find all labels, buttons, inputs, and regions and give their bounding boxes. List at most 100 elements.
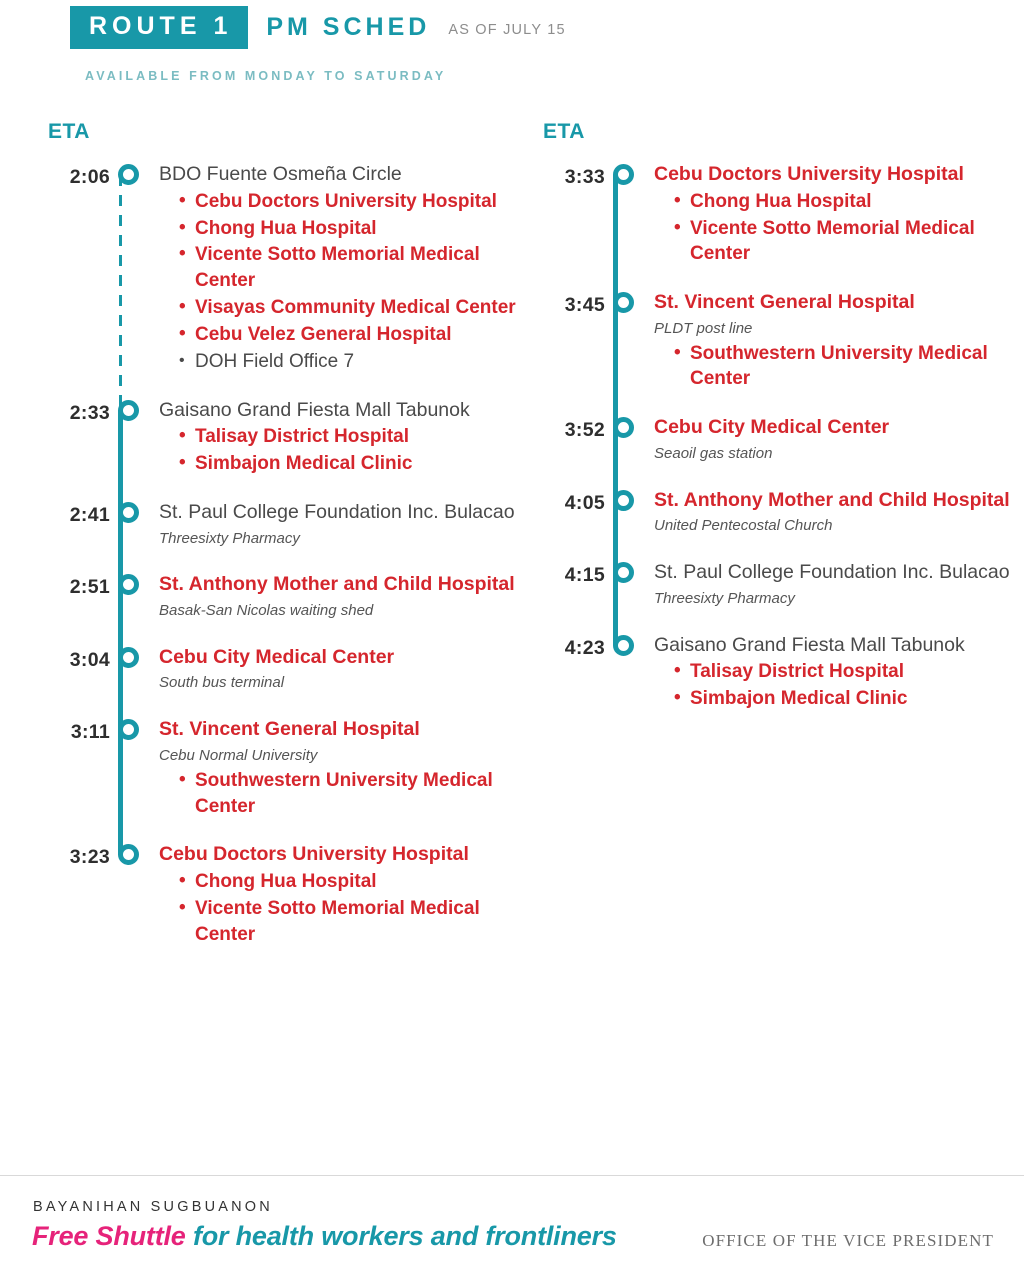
timeline-rail-segment — [613, 500, 618, 573]
stop-marker-icon — [612, 164, 634, 185]
nearby-facility-item: Cebu Velez General Hospital — [179, 321, 538, 348]
stop-landmark: PLDT post line — [654, 319, 753, 337]
stop-name: St. Paul College Foundation Inc. Bulacao — [654, 561, 1010, 584]
nearby-facilities-list: Chong Hua HospitalVicente Sotto Memorial… — [159, 868, 538, 948]
nearby-facility-item: Chong Hua Hospital — [674, 188, 1013, 215]
stop-name: St. Paul College Foundation Inc. Bulacao — [159, 500, 515, 523]
timeline-rail-segment — [118, 584, 123, 658]
stop-details: Gaisano Grand Fiesta Mall TabunokTalisay… — [641, 632, 1013, 712]
stop-name: St. Vincent General Hospital — [159, 718, 420, 741]
timeline-stop: 4:05 St. Anthony Mother and Child Hospita… — [533, 487, 1013, 537]
nearby-facility-item: Vicente Sotto Memorial Medical Center — [179, 895, 538, 948]
timeline-rail-segment — [613, 572, 618, 646]
stop-marker-icon — [612, 634, 634, 656]
nearby-facilities-list: Talisay District HospitalSimbajon Medica… — [654, 658, 1013, 712]
stop-details: St. Paul College Foundation Inc. Bulacao… — [641, 559, 1013, 609]
stop-marker-icon — [612, 417, 634, 439]
nearby-facilities-list: Southwestern University Medical Center — [654, 340, 1013, 393]
nearby-facility-item: Vicente Sotto Memorial Medical Center — [674, 215, 1013, 268]
stop-marker-icon — [117, 574, 139, 596]
stop-eta-time: 2:41 — [69, 503, 110, 526]
stop-eta-time: 3:52 — [564, 419, 605, 442]
stop-spacer — [38, 819, 538, 841]
stop-eta-time: 2:51 — [69, 576, 110, 599]
stop-spacer — [533, 537, 1013, 559]
timeline-rail-segment — [613, 302, 618, 428]
nearby-facility-item: Visayas Community Medical Center — [179, 294, 538, 321]
stop-name: Cebu City Medical Center — [654, 416, 890, 439]
stop-spacer — [38, 694, 538, 716]
stop-marker-icon — [117, 844, 139, 866]
nearby-facility-item: Simbajon Medical Clinic — [179, 450, 538, 477]
stop-details: St. Paul College Foundation Inc. Bulacao… — [146, 499, 538, 549]
timeline-rail-segment — [613, 174, 618, 303]
schedule-period-label: PM SCHED — [266, 13, 431, 41]
stop-marker-cell — [110, 841, 146, 866]
eta-header-left: ETA — [48, 120, 90, 143]
timeline-rail-segment — [613, 427, 618, 501]
tagline-rest: for health workers and frontliners — [185, 1221, 617, 1251]
stop-marker-cell — [605, 161, 641, 185]
stop-eta-time: 3:33 — [564, 166, 605, 188]
stop-eta-time: 2:33 — [69, 401, 110, 424]
stop-spacer — [38, 375, 538, 397]
stop-marker-cell — [605, 559, 641, 584]
stop-name: Cebu Doctors University Hospital — [654, 163, 964, 185]
stop-marker-icon — [117, 719, 139, 741]
page-header: ROUTE 1 PM SCHED AS OF JULY 15 AVAILABLE… — [0, 0, 1024, 83]
timeline-stop: 2:51 St. Anthony Mother and Child Hospita… — [38, 571, 538, 621]
timeline-rail-segment — [118, 657, 123, 730]
stop-marker-cell — [110, 644, 146, 668]
footer-tagline: Free Shuttle for health workers and fron… — [32, 1221, 617, 1252]
stop-marker-icon — [117, 646, 139, 668]
header-title-row: ROUTE 1 PM SCHED AS OF JULY 15 — [70, 6, 1024, 49]
stop-spacer — [533, 392, 1013, 414]
stop-landmark: South bus terminal — [159, 674, 285, 692]
stop-marker-icon — [612, 562, 634, 584]
stop-eta-time: 4:23 — [564, 636, 605, 659]
timeline-rail-segment — [118, 410, 123, 513]
stop-spacer — [533, 267, 1013, 289]
stop-eta-time: 3:45 — [564, 294, 605, 317]
nearby-facilities-list: Talisay District HospitalSimbajon Medica… — [159, 423, 538, 477]
stop-landmark: Basak-San Nicolas waiting shed — [159, 602, 374, 620]
timeline-stop: 2:41 St. Paul College Foundation Inc. Bul… — [38, 499, 538, 549]
stop-name: Cebu Doctors University Hospital — [159, 843, 469, 866]
stop-landmark: United Pentecostal Church — [654, 517, 833, 535]
nearby-facilities-list: Chong Hua HospitalVicente Sotto Memorial… — [654, 188, 1013, 268]
nearby-facility-item: Talisay District Hospital — [674, 658, 1013, 685]
page-footer: BAYANIHAN SUGBUANON Free Shuttle for hea… — [0, 1175, 1024, 1281]
nearby-facility-item: Cebu Doctors University Hospital — [179, 188, 538, 215]
stop-landmark: Threesixty Pharmacy — [159, 529, 300, 547]
timeline-rail-segment — [118, 512, 123, 585]
stop-details: Cebu Doctors University HospitalChong Hu… — [146, 841, 538, 947]
stop-eta-time: 4:05 — [564, 491, 605, 514]
stop-spacer — [38, 622, 538, 644]
stop-marker-icon — [117, 399, 139, 421]
nearby-facility-item: Chong Hua Hospital — [179, 215, 538, 242]
stop-landmark: Threesixty Pharmacy — [654, 589, 795, 607]
timeline-rail-segment — [118, 729, 123, 855]
stop-spacer — [38, 477, 538, 499]
stop-marker-cell — [110, 397, 146, 421]
stop-marker-cell — [605, 632, 641, 656]
stop-eta-time: 4:15 — [564, 564, 605, 587]
stop-marker-cell — [110, 571, 146, 596]
nearby-facility-item: Simbajon Medical Clinic — [674, 685, 1013, 712]
stop-marker-cell — [605, 289, 641, 314]
stop-eta-time: 3:04 — [69, 648, 110, 671]
stop-marker-cell — [110, 716, 146, 741]
timeline-rail-segment — [119, 174, 122, 410]
stop-marker-icon — [117, 501, 139, 523]
